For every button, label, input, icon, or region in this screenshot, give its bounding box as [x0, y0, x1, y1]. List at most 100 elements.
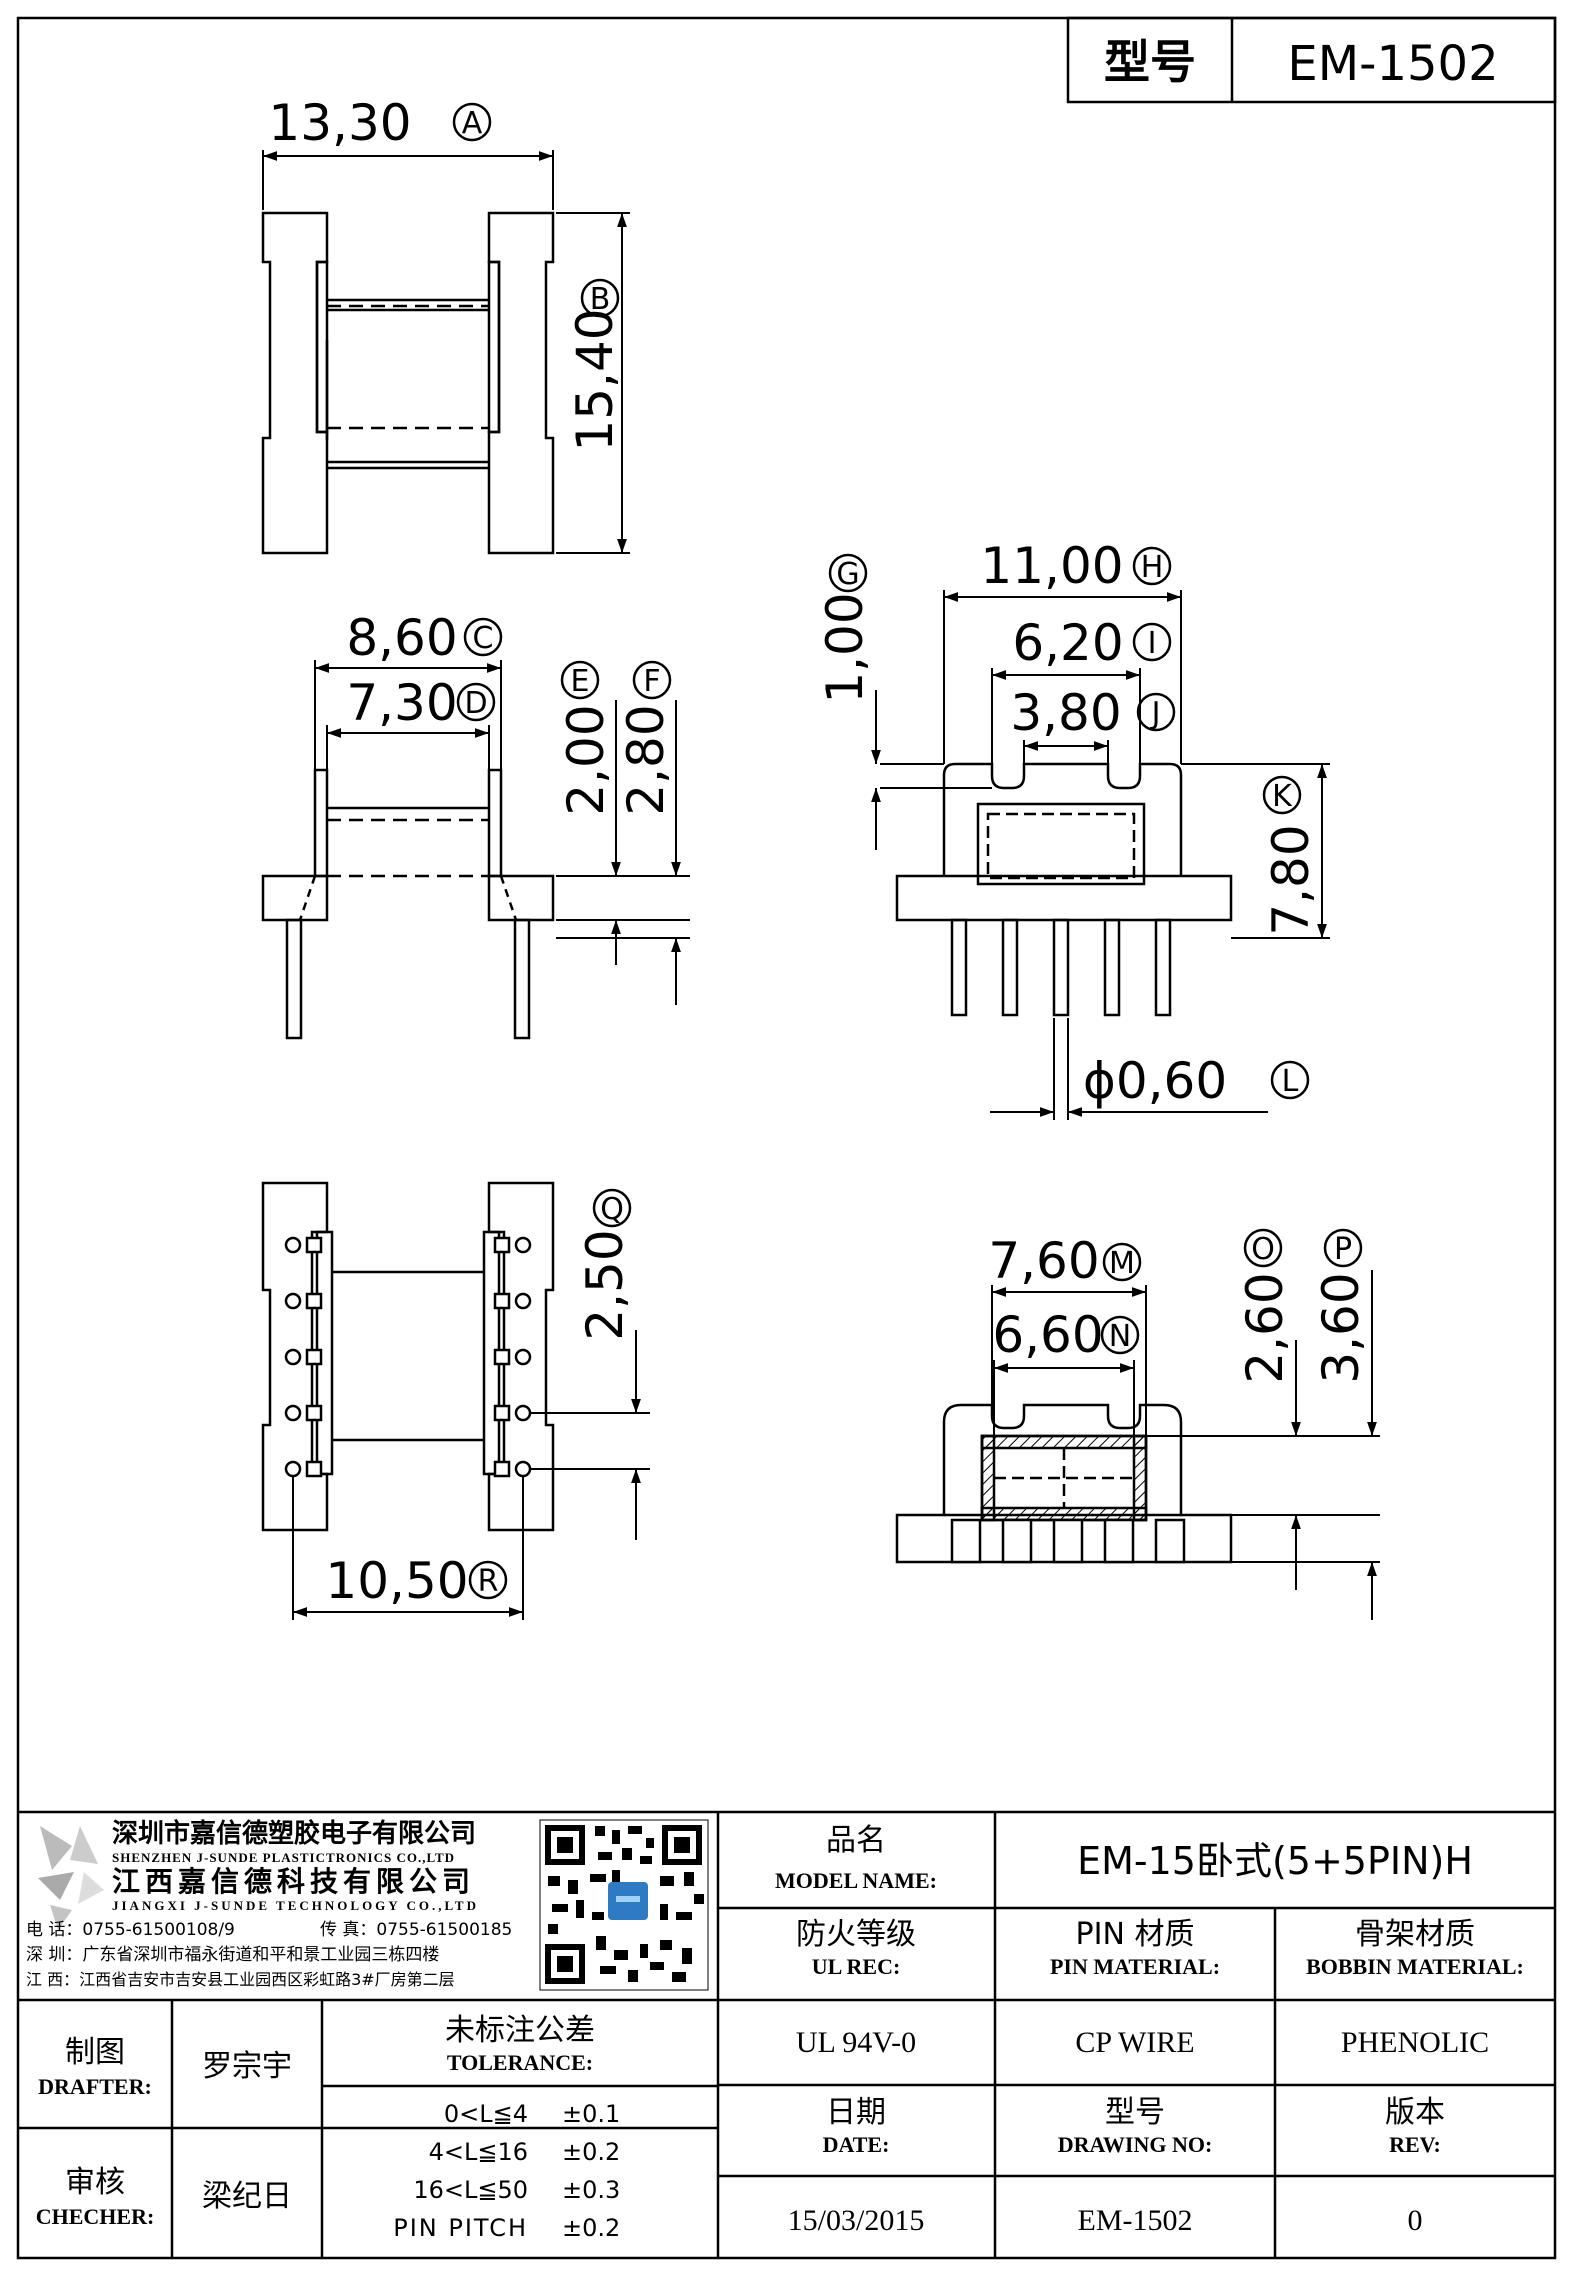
- pin-material-cn: PIN 材质: [1076, 1917, 1195, 1952]
- dim-A: 13,30 A: [262, 94, 554, 210]
- ul-en: UL REC:: [812, 1954, 901, 1979]
- drafter-en: DRAFTER:: [38, 2074, 152, 2099]
- dim-E-tag: E: [571, 664, 590, 699]
- company-phone: 电 话：0755-61500108/9: [26, 1920, 235, 1940]
- dim-A-tag: A: [462, 106, 483, 141]
- dim-B-tag: B: [590, 282, 611, 317]
- drawing-no-en: DRAWING NO:: [1058, 2132, 1213, 2157]
- company-fax: 传 真：0755-61500185: [320, 1920, 512, 1940]
- bobbin-material-cn: 骨架材质: [1355, 1917, 1475, 1952]
- dim-P: 3,60 P: [1231, 1228, 1380, 1620]
- drawing-no-cn: 型号: [1105, 2095, 1165, 2130]
- dim-P-value: 3,60: [1312, 1272, 1370, 1383]
- company-name-cn-1: 深圳市嘉信德塑胶电子有限公司: [112, 1818, 476, 1849]
- dim-Q-value: 2,50: [576, 1229, 634, 1340]
- dim-K-tag: K: [1272, 779, 1293, 814]
- checker-en: CHECHER:: [36, 2204, 155, 2229]
- tolerance-value-2: ±0.2: [562, 2138, 620, 2166]
- dim-H-value: 11,00: [980, 537, 1123, 595]
- dim-C-value: 8,60: [346, 609, 457, 667]
- dim-A-value: 13,30: [268, 94, 411, 152]
- front-view: [895, 762, 1233, 1017]
- tolerance-range-2: 4<L≦16: [429, 2138, 528, 2166]
- rev-cn: 版本: [1385, 2095, 1445, 2130]
- tolerance-value-1: ±0.1: [562, 2100, 620, 2128]
- side-view: [261, 768, 555, 1040]
- header-model-value: EM-1502: [1287, 36, 1498, 92]
- dim-N: 6,60 N: [992, 1306, 1140, 1436]
- dim-H-tag: H: [1141, 550, 1164, 585]
- tolerance-range-1: 0<L≦4: [444, 2100, 528, 2128]
- checker-cn: 审核: [65, 2165, 125, 2200]
- company-address-jx: 江 西：江西省吉安市吉安县工业园西区彩虹路3#厂房第二层: [26, 1970, 455, 1989]
- tolerance-value-3: ±0.3: [562, 2176, 620, 2204]
- dim-C-tag: C: [473, 621, 494, 656]
- bobbin-material-value: PHENOLIC: [1341, 2026, 1489, 2059]
- drafter-cn: 制图: [65, 2035, 125, 2070]
- company-logo: [38, 1826, 104, 1930]
- dim-F-value: 2,80: [617, 704, 675, 815]
- date-cn: 日期: [826, 2095, 886, 2130]
- header-box: 型号 EM-1502: [1066, 16, 1557, 104]
- rev-en: REV:: [1389, 2132, 1441, 2157]
- qr-code: [539, 1819, 709, 1991]
- rev-value: 0: [1408, 2204, 1423, 2237]
- dim-G: 1,00 G: [816, 553, 992, 850]
- dim-L-value: ϕ0,60: [1083, 1052, 1227, 1110]
- dim-G-tag: G: [836, 557, 859, 592]
- sheet-border: [16, 16, 1557, 2260]
- dim-Q-tag: Q: [600, 1192, 624, 1227]
- dim-J-value: 3,80: [1010, 684, 1121, 742]
- dim-O: 2,60 O: [1146, 1228, 1380, 1590]
- dim-O-tag: O: [1251, 1232, 1275, 1267]
- dim-J-tag: J: [1150, 696, 1161, 731]
- bobbin-material-en: BOBBIN MATERIAL:: [1306, 1954, 1524, 1979]
- drawing-no-value: EM-1502: [1078, 2204, 1193, 2237]
- model-name-value: EM-15卧式(5+5PIN)H: [1077, 1839, 1473, 1883]
- model-name-cn: 品名: [826, 1823, 886, 1858]
- dim-P-tag: P: [1334, 1232, 1352, 1267]
- tolerance-cn: 未标注公差: [445, 2013, 595, 2048]
- dim-N-tag: N: [1109, 1319, 1131, 1354]
- dim-B: 15,40 B: [556, 212, 630, 554]
- dim-C: 8,60 C: [314, 609, 503, 770]
- company-name-en-1: SHENZHEN J-SUNDE PLASTICTRONICS CO.,LTD: [112, 1850, 455, 1865]
- dim-I-value: 6,20: [1012, 614, 1123, 672]
- dim-M-value: 7,60: [988, 1232, 1099, 1290]
- dim-Q: 2,50 Q: [530, 1188, 650, 1540]
- checker-name: 梁纪日: [202, 2179, 292, 2214]
- dim-E: 2,00 E: [556, 660, 690, 965]
- dim-I-tag: I: [1148, 626, 1157, 661]
- dim-B-value: 15,40: [566, 308, 624, 451]
- bottom-view-pins: [284, 1236, 532, 1478]
- date-value: 15/03/2015: [788, 2204, 925, 2237]
- dim-K-value: 7,80: [1262, 824, 1320, 935]
- tolerance-value-4: ±0.2: [562, 2214, 620, 2242]
- dim-N-value: 6,60: [992, 1306, 1103, 1364]
- pin-material-en: PIN MATERIAL:: [1050, 1954, 1220, 1979]
- model-name-en: MODEL NAME:: [775, 1868, 937, 1893]
- dim-J: 3,80 J: [1010, 684, 1176, 764]
- tolerance-range-3: 16<L≦50: [413, 2176, 528, 2204]
- dim-M-tag: M: [1109, 1246, 1135, 1281]
- section-view: [895, 1403, 1233, 1564]
- dim-I: 6,20 I: [991, 614, 1172, 764]
- company-name-en-2: JIANGXI J-SUNDE TECHNOLOGY CO.,LTD: [112, 1898, 479, 1913]
- top-view: [261, 211, 555, 555]
- dim-K: 7,80 K: [1181, 763, 1330, 939]
- dim-L: ϕ0,60 L: [990, 1018, 1310, 1120]
- title-block: [18, 1810, 1555, 2258]
- header-model-label: 型号: [1104, 35, 1196, 89]
- dim-H: 11,00 H: [943, 537, 1182, 764]
- dim-R-tag: R: [478, 1564, 499, 1599]
- dim-F: 2,80 F: [556, 660, 690, 1005]
- dim-M: 7,60 M: [988, 1232, 1147, 1436]
- ul-cn: 防火等级: [796, 1917, 916, 1952]
- dim-D-tag: D: [464, 686, 487, 721]
- tolerance-en: TOLERANCE:: [447, 2050, 593, 2075]
- company-name-cn-2: 江西嘉信德科技有限公司: [112, 1865, 475, 1898]
- drafter-name: 罗宗宇: [202, 2049, 292, 2084]
- dim-D: 7,30 D: [326, 674, 496, 770]
- ul-value: UL 94V-0: [796, 2026, 916, 2059]
